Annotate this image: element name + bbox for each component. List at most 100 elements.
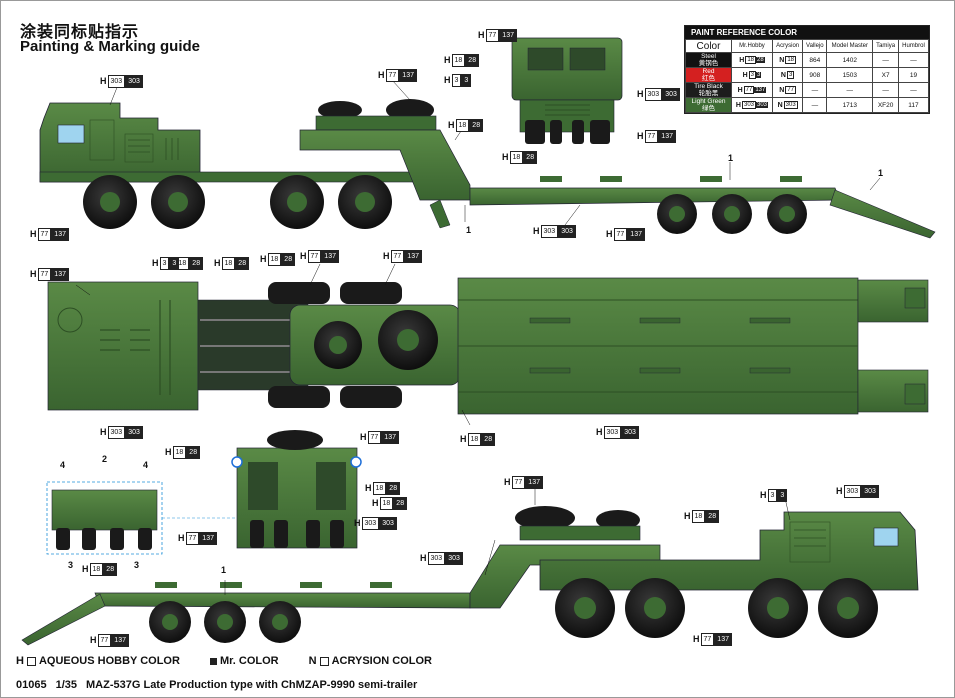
color-name: Steel — [701, 53, 716, 60]
scale: 1/35 — [55, 679, 78, 691]
tamiya-cell: X7 — [872, 67, 899, 83]
side-view-right — [21, 506, 919, 646]
rear-part-number: 3 — [68, 560, 74, 570]
legend-mr: Mr. COLOR — [209, 655, 279, 667]
side-view-left — [39, 99, 936, 239]
model-master-cell: 1713 — [826, 97, 874, 113]
humbrol-cell: — — [897, 82, 930, 98]
model-master-cell: — — [826, 82, 874, 98]
top-view — [47, 277, 929, 415]
rear-part-number: 4 — [60, 460, 66, 470]
color-name-cn: 绿色 — [702, 105, 715, 112]
reference-grid: Color Mr.Hobby Acrysion Vallejo Model Ma… — [685, 39, 930, 113]
reference-title: PAINT REFERENCE COLOR — [685, 26, 929, 39]
col-mrhobby: Mr.Hobby — [731, 39, 773, 53]
color-name: Red — [702, 68, 715, 75]
title-english: Painting & Marking guide — [20, 38, 201, 55]
tamiya-cell: — — [872, 52, 899, 68]
rear-part-number: 2 — [102, 454, 108, 464]
callout-number: 1 — [728, 153, 734, 163]
vallejo-cell: — — [802, 82, 828, 98]
filled-square-icon — [209, 657, 217, 665]
product-name: MAZ-537G Late Production type with ChMZA… — [86, 679, 418, 691]
rear-part-number: 4 — [143, 460, 149, 470]
model-master-cell: 1402 — [826, 52, 874, 68]
callout-number: 1 — [466, 225, 472, 235]
color-name-cn: 轮胎黑 — [698, 90, 719, 97]
col-vallejo: Vallejo — [802, 39, 828, 53]
humbrol-cell: 117 — [897, 97, 930, 113]
tamiya-cell: — — [872, 82, 899, 98]
rear-part-number: 3 — [134, 560, 140, 570]
product-code: 01065 — [16, 679, 47, 691]
vallejo-cell: 864 — [802, 52, 828, 68]
col-model-master: Model Master — [826, 39, 874, 53]
color-name-cn: 黄钢色 — [698, 60, 719, 67]
model-master-cell: 1503 — [826, 67, 874, 83]
color-name-cn: 红色 — [702, 75, 715, 82]
col-acrysion: Acrysion — [771, 39, 804, 53]
paint-reference-table: PAINT REFERENCE COLOR Color Mr.Hobby Acr… — [684, 25, 930, 114]
color-name: Light Green — [691, 98, 726, 105]
rear-view-tractor — [231, 430, 362, 549]
humbrol-cell: — — [897, 52, 930, 68]
footer: 01065 1/35 MAZ-537G Late Production type… — [16, 679, 417, 691]
title-chinese: 涂装同标贴指示 — [20, 24, 140, 41]
vallejo-cell: 908 — [802, 67, 828, 83]
vallejo-cell: — — [802, 97, 828, 113]
box-icon — [319, 656, 329, 666]
rear-view-trailer — [46, 481, 236, 555]
col-tamiya: Tamiya — [872, 39, 899, 53]
callout-number: 1 — [221, 565, 227, 575]
col-humbrol: Humbrol — [897, 39, 930, 53]
